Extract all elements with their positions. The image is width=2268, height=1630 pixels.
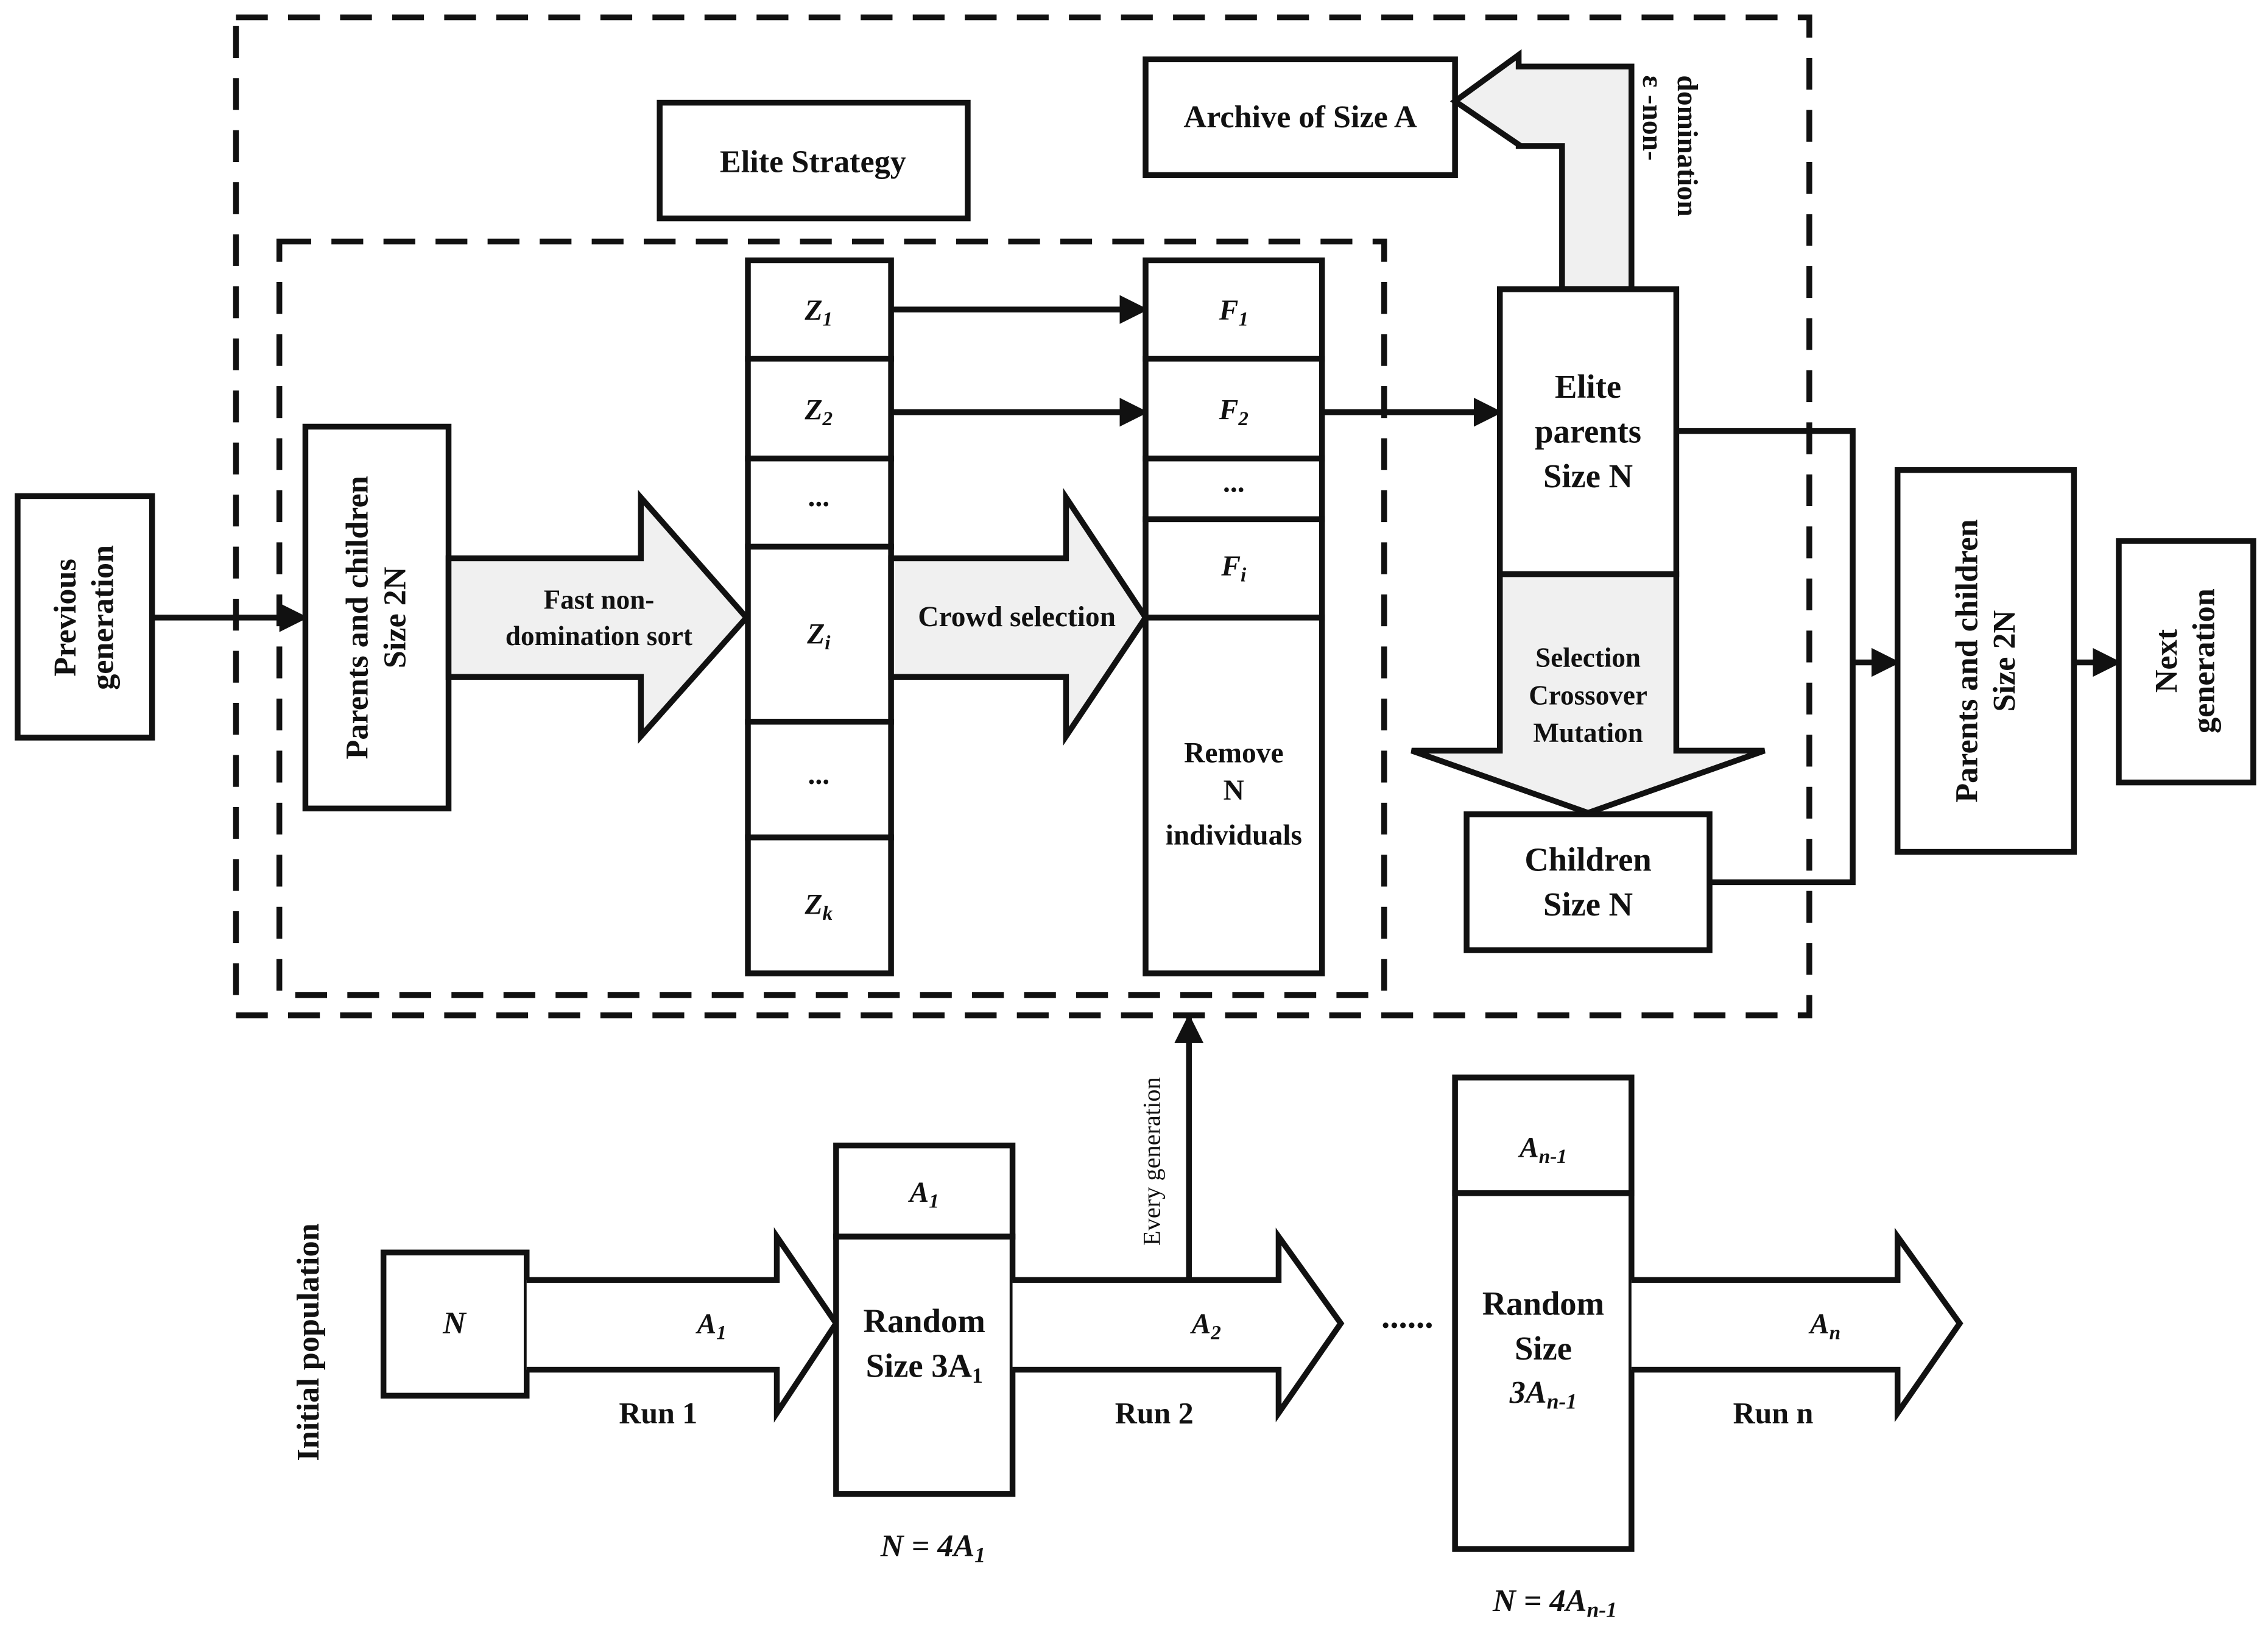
genetic-ops-label: Mutation bbox=[1533, 718, 1643, 748]
f-cell bbox=[1143, 455, 1325, 523]
next-generation-box bbox=[2116, 538, 2256, 786]
fast-sort-label-line2: domination sort bbox=[505, 621, 692, 651]
runn-label: Run n bbox=[1733, 1396, 1814, 1430]
initial-n-box bbox=[380, 1249, 530, 1399]
f-cell bbox=[1143, 257, 1325, 362]
f-label: ... bbox=[1223, 467, 1245, 498]
crowd-selection-arrow bbox=[888, 488, 1149, 746]
svg-text:generation: generation bbox=[85, 545, 121, 690]
z-label: Z2 bbox=[805, 395, 833, 430]
f-label: F1 bbox=[1219, 295, 1248, 330]
parents-children-right-label: Parents and children Size 2N bbox=[1949, 520, 2022, 803]
svg-text:domination: domination bbox=[1671, 75, 1703, 216]
initial-n-label: N bbox=[442, 1305, 467, 1341]
svg-text:Parents and children: Parents and children bbox=[1949, 520, 1984, 803]
fast-sort-arrow bbox=[445, 490, 750, 744]
stackn-equation: N = 4An-1 bbox=[1492, 1583, 1617, 1621]
z-cell bbox=[745, 455, 894, 550]
genetic-ops-label: Crossover bbox=[1529, 680, 1647, 710]
svg-text:Initial population: Initial population bbox=[291, 1223, 326, 1461]
f-label: Fi bbox=[1220, 551, 1247, 586]
z-cell bbox=[745, 834, 894, 976]
z-label: Zk bbox=[805, 889, 833, 925]
z-cell bbox=[745, 719, 894, 841]
svg-text:Every generation: Every generation bbox=[1138, 1077, 1166, 1246]
run2-arrow bbox=[1012, 1227, 1345, 1423]
svg-text:Previous: Previous bbox=[48, 559, 83, 676]
archive-box bbox=[1143, 56, 1458, 178]
svg-text:Size 2N: Size 2N bbox=[377, 566, 412, 668]
stackn-top-label: An-1 bbox=[1518, 1132, 1567, 1168]
z-label: Z1 bbox=[805, 295, 833, 330]
stackn-top-cell bbox=[1452, 1074, 1635, 1196]
f-column: F1 F2 ... Fi Remove N individuals bbox=[1143, 257, 1325, 976]
crowd-selection-label: Crowd selection bbox=[918, 601, 1116, 633]
z-column: Z1 Z2 ... Zi ... Zk bbox=[745, 257, 894, 976]
stackn-bottom-cell bbox=[1452, 1190, 1635, 1552]
archive-label: Archive of Size A bbox=[1183, 99, 1417, 135]
epsilon-nondomination-label: ε -non- domination bbox=[1636, 75, 1703, 216]
svg-text:Next: Next bbox=[2149, 629, 2184, 693]
elite-to-merge-line bbox=[1676, 428, 1856, 886]
children-label: Size N bbox=[1543, 886, 1633, 923]
z-label: ... bbox=[808, 481, 830, 513]
stack1-size-label: Size 3A1 bbox=[866, 1347, 983, 1387]
previous-generation-label: Previous generation bbox=[48, 545, 121, 690]
elite-parents-label: parents bbox=[1535, 413, 1641, 450]
remove-label: individuals bbox=[1166, 820, 1302, 852]
runn-arrow-label: An bbox=[1808, 1308, 1840, 1344]
elite-strategy-box bbox=[657, 99, 971, 222]
z-cell bbox=[745, 257, 894, 362]
epsilon-nondomination-arrow bbox=[1449, 49, 1635, 292]
runs-ellipsis: ...... bbox=[1381, 1297, 1433, 1336]
children-label: Children bbox=[1524, 841, 1651, 878]
initial-population-label: Initial population bbox=[291, 1223, 326, 1461]
stackn-size-label: Size bbox=[1515, 1330, 1572, 1367]
run2-arrow-label: A2 bbox=[1190, 1308, 1221, 1344]
parents-children-left-box bbox=[302, 423, 452, 812]
run1-label: Run 1 bbox=[619, 1396, 697, 1430]
remove-label: N bbox=[1224, 775, 1244, 806]
runn-arrow bbox=[1631, 1227, 1963, 1423]
genetic-ops-label: Selection bbox=[1535, 643, 1641, 673]
z-label: ... bbox=[808, 759, 830, 791]
run1-arrow-label: A1 bbox=[696, 1308, 727, 1344]
children-box bbox=[1463, 811, 1713, 953]
svg-text:ε -non-: ε -non- bbox=[1636, 75, 1668, 160]
every-generation-label: Every generation bbox=[1138, 1077, 1166, 1246]
fast-sort-label-line1: Fast non- bbox=[544, 585, 655, 615]
genetic-operators-arrow bbox=[1410, 571, 1766, 816]
stackn-size-value: 3An-1 bbox=[1509, 1375, 1577, 1413]
remove-label: Remove bbox=[1184, 737, 1283, 769]
parents-children-left-label: Parents and children Size 2N bbox=[340, 476, 413, 759]
run1-arrow bbox=[526, 1227, 840, 1423]
f-label: F2 bbox=[1219, 395, 1248, 430]
stack1-random-label: Random bbox=[864, 1302, 985, 1339]
previous-generation-box bbox=[15, 493, 155, 741]
stack1-top-cell bbox=[833, 1142, 1016, 1240]
stack1-equation: N = 4A1 bbox=[880, 1528, 985, 1567]
elite-parents-label: Elite bbox=[1555, 368, 1621, 405]
f-cell bbox=[1143, 615, 1325, 976]
outer-dashed-region bbox=[233, 14, 1812, 1018]
svg-text:Size 2N: Size 2N bbox=[1987, 610, 2022, 711]
stackn-random-label: Random bbox=[1482, 1285, 1604, 1322]
next-generation-label: Next generation bbox=[2149, 588, 2222, 733]
run2-label: Run 2 bbox=[1115, 1396, 1194, 1430]
elite-strategy-label: Elite Strategy bbox=[720, 144, 906, 180]
z-label: Zi bbox=[806, 619, 831, 654]
svg-text:Parents and children: Parents and children bbox=[340, 476, 375, 759]
parents-children-right-box bbox=[1894, 467, 2077, 855]
stack1-top-label: A1 bbox=[908, 1177, 939, 1212]
z-cell bbox=[745, 356, 894, 462]
elite-parents-label: Size N bbox=[1543, 457, 1633, 495]
svg-text:generation: generation bbox=[2186, 588, 2222, 733]
stack1-bottom-cell bbox=[833, 1233, 1016, 1497]
z-cell bbox=[745, 543, 894, 725]
